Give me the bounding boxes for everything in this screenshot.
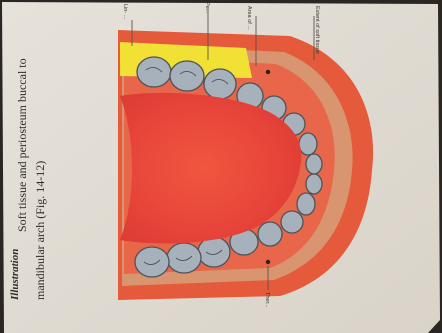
tooth	[170, 61, 204, 91]
label-top-right: Extent of soft tissue	[314, 6, 320, 54]
tooth	[137, 57, 171, 87]
tooth	[198, 237, 230, 267]
label-top-mid: Pe...	[204, 2, 210, 14]
tooth	[167, 243, 201, 273]
label-top-left: Lin- ...	[122, 4, 128, 20]
tooth	[281, 211, 303, 233]
label-top-center: Area of ...	[246, 6, 252, 30]
caption-line-2: mandibular arch (Fig. 14-12)	[33, 161, 47, 300]
caption-lead: Illustration	[9, 249, 21, 301]
tooth	[306, 154, 322, 174]
tooth	[306, 174, 322, 194]
tooth	[135, 247, 169, 277]
tooth	[297, 193, 315, 215]
marker-dot	[266, 260, 270, 264]
marker-dot	[266, 70, 270, 74]
caption-line-1: Soft tissue and periosteum buccal to	[15, 58, 29, 232]
label-bottom: Ther...	[264, 292, 270, 308]
tooth	[204, 69, 236, 99]
tooth	[299, 133, 317, 155]
tooth	[258, 222, 282, 246]
